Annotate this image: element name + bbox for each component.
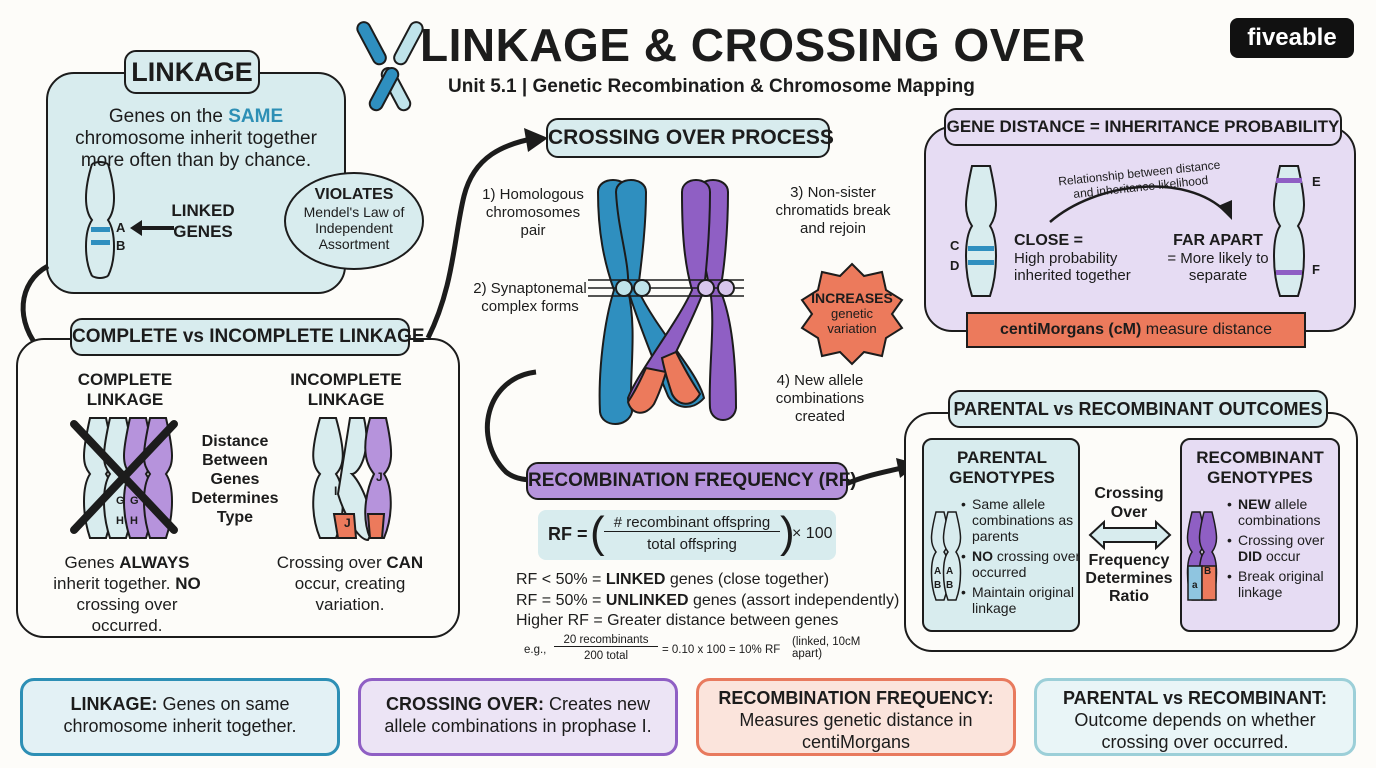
summary-card-recombination-frequency: RECOMBINATION FREQUENCY: Measures geneti…	[696, 678, 1016, 756]
distance-determines-type: Distance Between Genes Determines Type	[191, 433, 279, 526]
step-2-synaptonemal: 2) Synaptonemal complex forms	[473, 280, 587, 315]
gene-h-2: H	[130, 515, 138, 527]
complete-linkage-chromosomes-icon	[70, 417, 178, 539]
gene-g-2: G	[130, 495, 139, 507]
summary-card-parental-recombinant: PARENTAL vs RECOMBINANT: Outcome depends…	[1034, 678, 1356, 756]
complete-linkage-caption: Genes ALWAYS inherit together. NO crossi…	[53, 553, 201, 635]
step-3-break-rejoin: 3) Non-sister chromatids break and rejoi…	[775, 184, 891, 237]
recombinant-list: NEW allele combinations Crossing over DI…	[1226, 496, 1346, 604]
parental-gene-b1: B	[934, 580, 942, 591]
recombinant-title: RECOMBINANT GENOTYPES	[1196, 448, 1324, 487]
crossing-over-chromosomes-icon	[588, 179, 744, 425]
outcomes-title: PARENTAL vs RECOMBINANT OUTCOMES	[948, 390, 1328, 428]
parental-title: PARENTAL GENOTYPES	[949, 448, 1055, 487]
incomplete-linkage-heading: INCOMPLETE LINKAGE	[290, 370, 402, 409]
gene-f: F	[1312, 262, 1320, 277]
relationship-arc-arrow	[1049, 185, 1232, 223]
violates-title: VIOLATES	[314, 186, 394, 203]
close-title: CLOSE =	[1014, 232, 1083, 249]
arrow-icon	[130, 220, 174, 236]
far-text: = More likely to separate	[1167, 250, 1269, 284]
recombinant-chromosome-icon	[1186, 511, 1218, 601]
linkage-description: Genes on the SAME chromosome inherit tog…	[75, 106, 317, 171]
outcomes-middle-top: Crossing Over	[1094, 485, 1164, 521]
chromosome-logo-icon	[356, 21, 424, 112]
increases-badge-text: genetic variation	[827, 306, 877, 336]
far-title: FAR APART	[1173, 232, 1263, 249]
recombinant-item-2: Crossing over DID occur	[1227, 532, 1346, 564]
rf-line-linked: RF < 50% = LINKED genes (close together)	[516, 571, 830, 588]
rf-line-distance: Higher RF = Greater distance between gen…	[516, 612, 839, 629]
rf-formula-den: total offspring	[647, 536, 737, 553]
outcomes-middle-bottom: Frequency Determines Ratio	[1085, 552, 1173, 605]
linked-genes-label: LINKED GENES	[171, 201, 235, 241]
rf-formula-num: # recombinant offspring	[604, 514, 780, 532]
page-title: LINKAGE & CROSSING OVER	[420, 19, 1086, 71]
rf-formula-lhs: RF =	[548, 524, 588, 544]
gene-label-a: A	[116, 220, 126, 235]
recombinant-item-3: Break original linkage	[1227, 568, 1346, 600]
recombinant-gene-a: a	[1192, 580, 1198, 591]
parental-gene-b2: B	[946, 580, 954, 591]
crossing-over-title: CROSSING OVER PROCESS	[546, 118, 834, 158]
rf-title: RECOMBINATION FREQUENCY (RF)	[526, 462, 857, 500]
parental-item-3: Maintain original linkage	[961, 584, 1086, 616]
connector-arrow-top	[425, 128, 548, 340]
step-1-homologous-pair: 1) Homologous chromosomes pair	[482, 186, 584, 239]
close-text: High probability inherited together	[1014, 250, 1131, 284]
parental-gene-a1: A	[934, 566, 942, 577]
linkage-title: LINKAGE	[124, 50, 260, 94]
parental-chromosome-icon	[930, 511, 962, 601]
gene-label-b: B	[116, 238, 126, 253]
gene-i: I	[334, 484, 338, 498]
step-4-new-combinations: 4) New allele combinations created	[775, 372, 865, 425]
increases-badge-icon	[800, 262, 904, 366]
gene-h-1: H	[116, 515, 124, 527]
complete-incomplete-title: COMPLETE vs INCOMPLETE LINKAGE	[70, 318, 425, 356]
violates-text: Mendel's Law of Independent Assortment	[303, 204, 405, 252]
complete-linkage-heading: COMPLETE LINKAGE	[77, 370, 173, 409]
rf-formula: RF = ( # recombinant offspring total off…	[538, 510, 836, 560]
far-genes-chromosome-icon	[1273, 165, 1305, 297]
rf-example: e.g., 20 recombinants 200 total = 0.10 x…	[524, 634, 861, 662]
close-genes-chromosome-icon	[965, 165, 997, 297]
gene-c: C	[950, 238, 960, 253]
rf-line-unlinked: RF = 50% = UNLINKED genes (assort indepe…	[516, 592, 900, 609]
rf-paren-left: (	[590, 508, 605, 557]
violates-callout: VIOLATES Mendel's Law of Independent Ass…	[284, 172, 424, 270]
incomplete-linkage-caption: Crossing over CAN occur, creating variat…	[276, 553, 424, 614]
recombinant-item-1: NEW allele combinations	[1227, 496, 1346, 528]
summary-card-crossing-over: CROSSING OVER: Creates new allele combin…	[358, 678, 678, 756]
rf-paren-right: )	[780, 508, 795, 557]
increases-badge-title: INCREASES	[811, 290, 893, 306]
gene-e: E	[1312, 174, 1321, 189]
parental-item-2: NO crossing over occurred	[961, 548, 1086, 580]
gene-distance-title: GENE DISTANCE = INHERITANCE PROBABILITY	[944, 108, 1342, 146]
fiveable-logo[interactable]: fiveable	[1230, 18, 1354, 58]
summary-card-linkage: LINKAGE: Genes on same chromosome inheri…	[20, 678, 340, 756]
double-arrow-icon	[1088, 519, 1172, 551]
centimorgans-banner: centiMorgans (cM) measure distance	[966, 312, 1306, 348]
parental-item-1: Same allele combinations as parents	[961, 496, 1086, 544]
gene-d: D	[950, 258, 960, 273]
linked-chromosome-icon	[85, 161, 115, 279]
recombinant-gene-b: B	[1204, 566, 1212, 577]
parental-gene-a2: A	[946, 566, 954, 577]
gene-g-1: G	[116, 495, 125, 507]
rf-formula-mult: × 100	[792, 525, 833, 542]
gene-j-2: J	[344, 516, 351, 530]
incomplete-linkage-chromosomes-icon	[312, 417, 392, 542]
gene-j-1: J	[376, 470, 383, 484]
parental-list: Same allele combinations as parents NO c…	[960, 496, 1086, 620]
page-subtitle: Unit 5.1 | Genetic Recombination & Chrom…	[448, 76, 975, 97]
